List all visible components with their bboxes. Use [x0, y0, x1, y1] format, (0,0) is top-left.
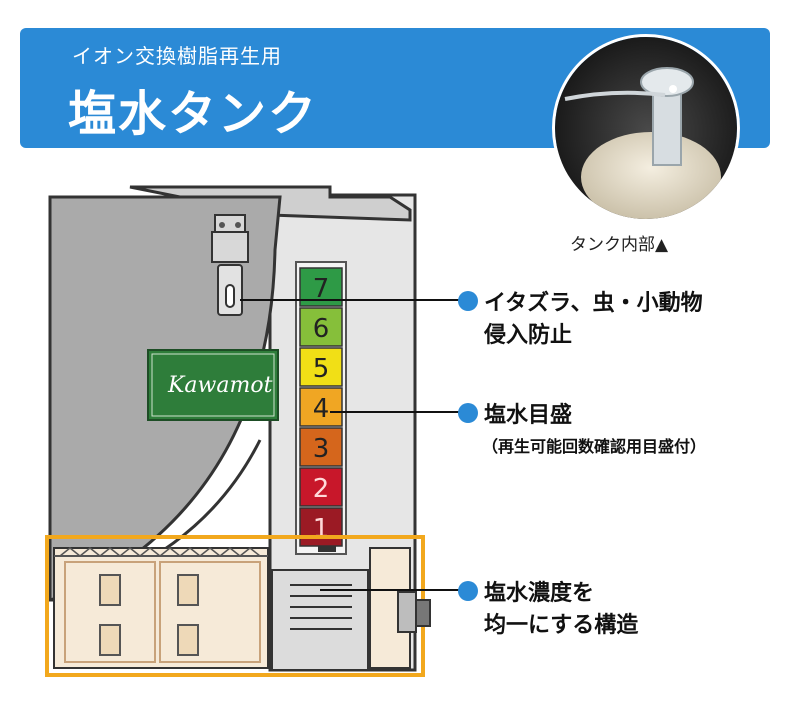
header-title: 塩水タンク: [68, 86, 319, 142]
gauge-segment-3: [299, 427, 343, 467]
gauge-segment-5: [299, 347, 343, 387]
tank-interior-photo: [552, 34, 740, 222]
callout-structure-line2: 均一にする構造: [484, 613, 639, 638]
callout-gauge-line1: 塩水目盛: [484, 403, 573, 428]
gauge-label-2: 2: [313, 474, 330, 504]
callout-dot: [458, 403, 478, 423]
callout-dot: [458, 581, 478, 601]
callout-dot: [458, 291, 478, 311]
gauge-segment-4: [299, 387, 343, 427]
callout-brine-gauge: 塩水目盛: [458, 400, 572, 432]
gauge-label-5: 5: [313, 354, 330, 384]
drain-valve: [397, 591, 417, 633]
gauge-label-7: 7: [313, 274, 330, 304]
gauge-label-4: 4: [313, 394, 330, 424]
gauge-label-3: 3: [313, 434, 330, 464]
callout-gauge-note: （再生可能回数確認用目盛付）: [482, 437, 707, 456]
latch-hinge: [211, 231, 249, 263]
callout-pest-line2: 侵入防止: [484, 323, 573, 348]
gauge-segment-2: [299, 467, 343, 507]
callout-pest-line1: イタズラ、虫・小動物: [484, 291, 703, 316]
gauge-label-1: 1: [313, 514, 330, 544]
vent-box: [271, 569, 369, 671]
callout-pest-prevention: イタズラ、虫・小動物 侵入防止: [458, 288, 703, 352]
header-subtitle: イオン交換樹脂再生用: [72, 44, 282, 68]
gauge-segment-6: [299, 307, 343, 347]
callout-uniform-structure: 塩水濃度を 均一にする構造: [458, 578, 638, 642]
logo-text: Kawamot: [167, 373, 273, 398]
logo-plate: [147, 349, 279, 421]
gauge-label-6: 6: [313, 314, 330, 344]
inset-caption: タンク内部▲: [570, 235, 669, 255]
gauge-segment-1: [299, 507, 343, 547]
callout-structure-line1: 塩水濃度を: [484, 581, 595, 606]
